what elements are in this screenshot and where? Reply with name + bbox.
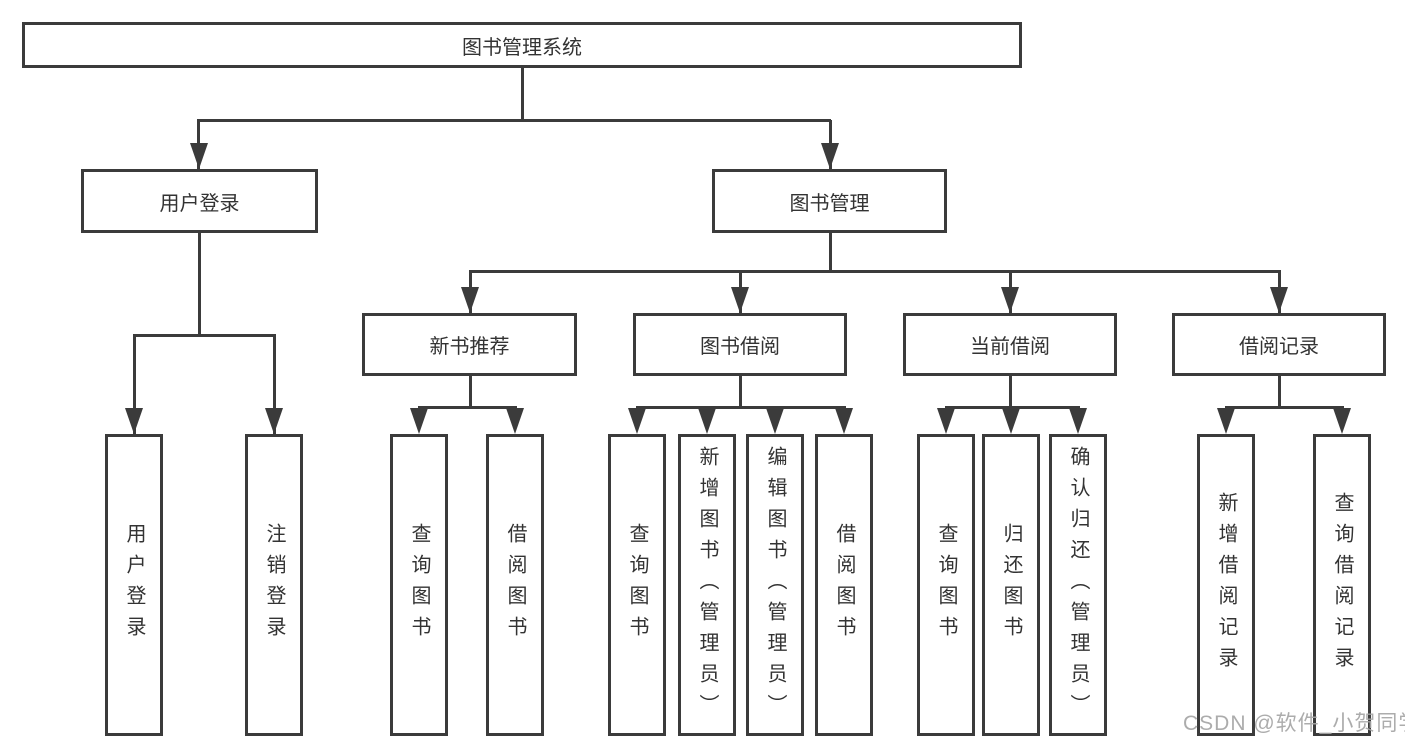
node-label: 编辑图书（管理员） <box>764 445 786 725</box>
leaf-logout: 注销登录 <box>245 434 303 736</box>
node-label: 查询借阅记录 <box>1331 492 1353 678</box>
arrow-down-icon <box>821 143 839 169</box>
node-label: 新增借阅记录 <box>1215 492 1237 678</box>
node-current-borrowing: 当前借阅 <box>903 313 1117 376</box>
connector-current-branch <box>944 405 1080 409</box>
leaf-query-books-recommend: 查询图书 <box>390 434 448 736</box>
node-label: 借阅图书 <box>833 523 855 647</box>
connector-records-stem <box>1277 376 1281 407</box>
connector-mgmt-stem <box>828 233 832 272</box>
connector-borrowing-branch <box>635 405 846 409</box>
connector-recommend-stem <box>468 376 472 407</box>
connector-mgmt-branch <box>468 269 1281 273</box>
arrow-down-icon <box>410 408 428 434</box>
node-label: 用户登录 <box>159 192 240 215</box>
node-label: 当前借阅 <box>970 336 1050 358</box>
leaf-query-books-borrowing: 查询图书 <box>608 434 666 736</box>
arrow-down-icon <box>506 408 524 434</box>
connector-root-branch <box>197 118 831 122</box>
node-new-book-recommend: 新书推荐 <box>362 313 577 376</box>
arrow-down-icon <box>731 287 749 313</box>
leaf-borrow-books-recommend: 借阅图书 <box>486 434 544 736</box>
leaf-edit-book-admin: 编辑图书（管理员） <box>746 434 804 736</box>
leaf-add-book-admin: 新增图书（管理员） <box>678 434 736 736</box>
node-label: 新书推荐 <box>429 336 510 358</box>
leaf-add-borrow-record: 新增借阅记录 <box>1197 434 1255 736</box>
connector-borrowing-stem <box>738 376 742 407</box>
node-label: 归还图书 <box>1000 523 1022 647</box>
node-label: 查询图书 <box>935 523 957 647</box>
arrow-down-icon <box>189 143 208 169</box>
node-label: 查询图书 <box>408 523 430 647</box>
node-label: 注销登录 <box>263 523 285 647</box>
arrow-down-icon <box>766 408 784 434</box>
leaf-borrow-books-borrowing: 借阅图书 <box>815 434 873 736</box>
node-label: 新增图书（管理员） <box>696 445 718 725</box>
node-book-borrowing: 图书借阅 <box>633 313 847 376</box>
connector-login-stem <box>197 233 201 335</box>
arrow-down-icon <box>937 408 955 434</box>
connector-root-stem <box>520 68 524 121</box>
arrow-down-icon <box>125 408 143 434</box>
leaf-return-books: 归还图书 <box>982 434 1040 736</box>
node-book-management-group: 图书管理 <box>712 169 947 233</box>
node-label: 用户登录 <box>123 523 145 647</box>
leaf-confirm-return-admin: 确认归还（管理员） <box>1049 434 1107 736</box>
watermark: CSDN @软件_小贺同学 <box>1183 712 1405 735</box>
arrow-down-icon <box>1001 287 1019 313</box>
arrow-down-icon <box>265 408 283 434</box>
arrow-down-icon <box>1217 408 1235 434</box>
node-label: 借阅记录 <box>1239 336 1319 358</box>
leaf-query-books-current: 查询图书 <box>917 434 975 736</box>
node-root: 图书管理系统 <box>22 22 1022 68</box>
connector-current-stem <box>1008 376 1012 407</box>
node-borrowing-records: 借阅记录 <box>1172 313 1386 376</box>
arrow-down-icon <box>698 408 716 434</box>
arrow-down-icon <box>461 287 479 313</box>
arrow-down-icon <box>628 408 646 434</box>
node-label: 图书管理系统 <box>462 36 582 59</box>
leaf-user-login: 用户登录 <box>105 434 163 736</box>
node-label: 确认归还（管理员） <box>1067 445 1089 725</box>
node-label: 图书借阅 <box>700 336 780 358</box>
node-user-login-group: 用户登录 <box>81 169 318 233</box>
connector-recommend-branch <box>417 405 517 409</box>
node-label: 图书管理 <box>789 192 870 215</box>
arrow-down-icon <box>1270 287 1288 313</box>
arrow-down-icon <box>1002 408 1020 434</box>
connector-records-branch <box>1224 405 1344 409</box>
arrow-down-icon <box>835 408 853 434</box>
connector-login-drop <box>272 335 276 434</box>
node-label: 借阅图书 <box>504 523 526 647</box>
leaf-query-borrow-record: 查询借阅记录 <box>1313 434 1371 736</box>
connector-login-drop <box>132 335 136 434</box>
arrow-down-icon <box>1069 408 1087 434</box>
node-label: 查询图书 <box>626 523 648 647</box>
connector-login-branch <box>132 333 276 337</box>
arrow-down-icon <box>1333 408 1351 434</box>
